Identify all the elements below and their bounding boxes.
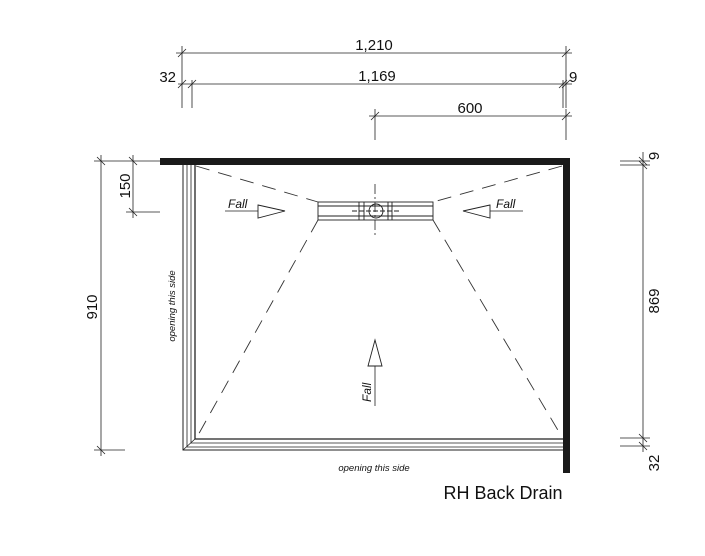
back-wall <box>160 158 570 165</box>
dimension-drain-depth: 150 <box>117 155 160 218</box>
fall-label: Fall <box>496 197 516 211</box>
opening-label-left: opening this side <box>167 270 178 341</box>
fall-arrow-left: Fall <box>225 197 286 219</box>
dimension-label: 1,210 <box>355 37 393 54</box>
dimension-label: 869 <box>646 288 663 313</box>
dimension-label: 1,169 <box>358 68 396 85</box>
dimension-inner-depth: 869 9 32 <box>620 152 663 472</box>
drain-channel <box>317 201 434 221</box>
tray-outline <box>182 165 563 451</box>
dimension-label: 32 <box>159 69 176 86</box>
opening-label-bottom: opening this side <box>338 463 409 474</box>
dimension-label: 600 <box>457 100 482 117</box>
dimension-label: 9 <box>646 152 663 160</box>
side-wall <box>563 158 570 473</box>
dimension-drain-offset: 600 <box>369 100 572 140</box>
dimension-overall-width: 1,210 <box>176 37 572 108</box>
dimension-label: 910 <box>84 294 101 319</box>
fall-arrow-center: Fall <box>360 338 383 406</box>
dimension-overall-depth: 910 <box>84 155 160 456</box>
fall-arrow-right: Fall <box>462 197 523 219</box>
fall-label: Fall <box>228 197 248 211</box>
dimension-label: 9 <box>569 69 577 86</box>
dimension-label: 150 <box>117 173 134 198</box>
fall-label: Fall <box>360 382 374 402</box>
dimension-label: 32 <box>646 455 663 472</box>
fall-lines <box>195 165 563 438</box>
drawing-title: RH Back Drain <box>443 483 562 503</box>
dimension-inner-width: 1,169 32 9 <box>159 68 577 108</box>
